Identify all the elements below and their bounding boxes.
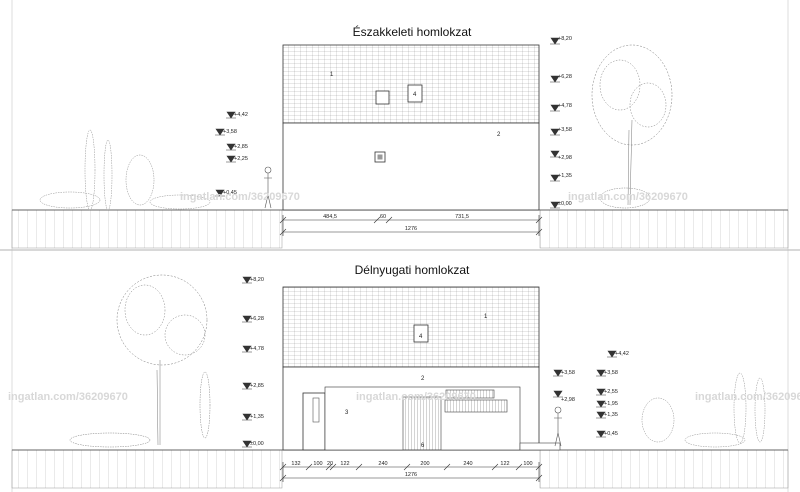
shrubs-left-northeast [39,129,211,211]
level-ne-r-2: +4,78 [558,103,572,109]
level-markers-southwest-right [596,350,617,438]
level-markers-southwest-mid [553,369,563,398]
roof-northeast [282,44,540,124]
terrace-window-a [444,399,508,413]
roof-southwest [282,286,540,368]
fence-right-sw [539,449,789,489]
wall-northeast [282,122,540,211]
dimensions-northeast [279,215,543,236]
level-sw-r-0: +4,42 [615,351,629,357]
level-ne-l-1: +3,58 [223,129,237,135]
level-sw-r-1: +3,58 [604,370,618,376]
northeast-title: Északkeleti homlokzat [353,24,472,39]
dim-sw-5: 200 [420,461,429,467]
label-sw-3: 3 [345,410,349,416]
roof-window-sw [413,324,429,343]
tree-right-northeast [591,44,673,209]
dimensions-southwest [279,462,543,482]
watermark-sw-b: ingatlan.com/36209670 [356,391,476,403]
level-ne-r-5: +1,35 [558,173,572,179]
level-markers-northeast-right [550,37,560,209]
label-sw-2: 2 [421,376,425,382]
label-2: 2 [497,132,501,138]
dim-sw-1: 100 [313,461,322,467]
label-sw-6: 6 [421,443,425,449]
level-sw-m-0: +3,58 [561,370,575,376]
level-ne-r-6: ±0,00 [558,201,572,207]
dim-ne-0: 484,5 [323,214,337,220]
southwest-title: Délnyugati homlokzat [355,263,470,277]
person-southwest [554,406,562,447]
level-ne-r-3: +3,58 [558,127,572,133]
fence-left [11,209,283,249]
level-ne-r-0: +8,20 [558,36,572,42]
person-northeast [264,166,272,209]
level-sw-r-3: +1,95 [604,401,618,407]
dim-ne-1: 60 [380,214,386,220]
entrance-door [302,392,326,451]
shrubs-right-southwest [641,372,766,448]
dim-sw-3: 122 [340,461,349,467]
level-sw-r-4: +1,35 [604,412,618,418]
level-ne-r-1: +6,28 [558,74,572,80]
level-markers-northeast-left [215,111,236,197]
level-sw-l-5: ±0,00 [250,441,264,447]
terrace-window-b [445,389,495,399]
fence-right [539,209,789,249]
label-4: 4 [413,92,417,98]
level-sw-m-1: +2,98 [561,397,575,403]
level-sw-r-2: +2,55 [604,389,618,395]
dim-sw-4: 240 [378,461,387,467]
dim-ne-total: 1276 [405,226,417,232]
roof-window-b [407,84,423,103]
dim-sw-0: 132 [291,461,300,467]
dim-ne-2: 731,5 [455,214,469,220]
level-sw-l-2: +4,78 [250,346,264,352]
dim-sw-8: 100 [523,461,532,467]
level-ne-l-4: +0,45 [223,190,237,196]
roof-window-a [375,90,390,105]
watermark-ne-b: ingatlan.com/36209670 [568,191,688,203]
tree-left-southwest [69,274,211,448]
level-ne-l-3: +2,25 [234,156,248,162]
dim-sw-7: 122 [500,461,509,467]
level-markers-southwest-left [242,276,252,448]
level-sw-l-4: +1,35 [250,414,264,420]
watermark-sw-c: ingatlan.com/36209670 [695,391,800,403]
level-ne-l-2: +2,85 [234,144,248,150]
watermark-sw-a: ingatlan.com/36209670 [8,391,128,403]
fence-left-sw [11,449,283,489]
level-sw-l-0: +8,20 [250,277,264,283]
level-ne-r-4: +2,98 [558,155,572,161]
level-ne-l-0: +4,42 [234,112,248,118]
dim-sw-2: 20 [327,461,333,467]
level-sw-r-5: +0,45 [604,431,618,437]
dim-sw-6: 240 [463,461,472,467]
level-sw-l-1: +6,28 [250,316,264,322]
terrace-step [519,442,561,451]
label-sw-4: 4 [419,334,423,340]
dim-sw-total: 1276 [405,472,417,478]
label-1: 1 [330,72,334,78]
wooden-cladding [402,396,442,451]
label-sw-1: 1 [484,314,488,320]
watermark-ne-a: ingatlan.com/36209670 [180,191,300,203]
level-sw-l-3: +2,85 [250,383,264,389]
